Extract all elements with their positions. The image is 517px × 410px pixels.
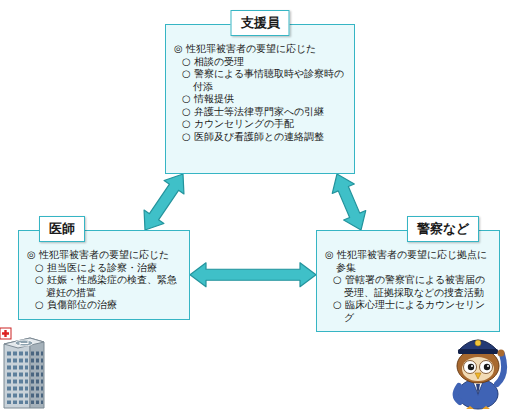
list-item: ○ 担当医による診察・治療 bbox=[35, 262, 181, 275]
role-box: 医師◎ 性犯罪被害者の要望に応じた○ 担当医による診察・治療○ 妊娠・性感染症の… bbox=[18, 230, 190, 320]
list-item: ○ 警察による事情聴取時や診察時の付添 bbox=[182, 68, 346, 93]
box-heading: 警察など bbox=[407, 216, 479, 242]
double-arrow bbox=[144, 174, 184, 230]
double-arrow bbox=[332, 174, 365, 230]
list-item: ○ カウンセリングの手配 bbox=[182, 118, 346, 131]
list-item: ○ 臨床心理士によるカウンセリング bbox=[333, 299, 491, 324]
list-item: ◎ 性犯罪被害者の要望に応じ拠点に参集 bbox=[325, 249, 491, 274]
box-heading: 医師 bbox=[39, 216, 85, 242]
double-arrow bbox=[190, 263, 316, 287]
role-box: 支援員◎ 性犯罪被害者の要望に応じた○ 相談の受理○ 警察による事情聴取時や診察… bbox=[165, 24, 355, 174]
list-item: ○ 相談の受理 bbox=[182, 56, 346, 69]
list-item: ○ 情報提供 bbox=[182, 93, 346, 106]
hospital-building bbox=[0, 328, 44, 408]
role-box: 警察など◎ 性犯罪被害者の要望に応じ拠点に参集○ 管轄署の警察官による被害届の受… bbox=[316, 230, 500, 332]
police-owl-mascot bbox=[456, 340, 505, 409]
list-item: ○ 妊娠・性感染症の検査、緊急避妊の措置 bbox=[35, 274, 181, 299]
list-item: ○ 管轄署の警察官による被害届の受理、証拠採取などの捜査活動 bbox=[333, 274, 491, 299]
list-item: ◎ 性犯罪被害者の要望に応じた bbox=[27, 249, 181, 262]
list-item: ○ 弁護士等法律専門家への引継 bbox=[182, 106, 346, 119]
box-heading: 支援員 bbox=[231, 10, 290, 36]
list-item: ○ 負傷部位の治療 bbox=[35, 299, 181, 312]
list-item: ◎ 性犯罪被害者の要望に応じた bbox=[174, 43, 346, 56]
list-item: ○ 医師及び看護師との連絡調整 bbox=[182, 131, 346, 144]
